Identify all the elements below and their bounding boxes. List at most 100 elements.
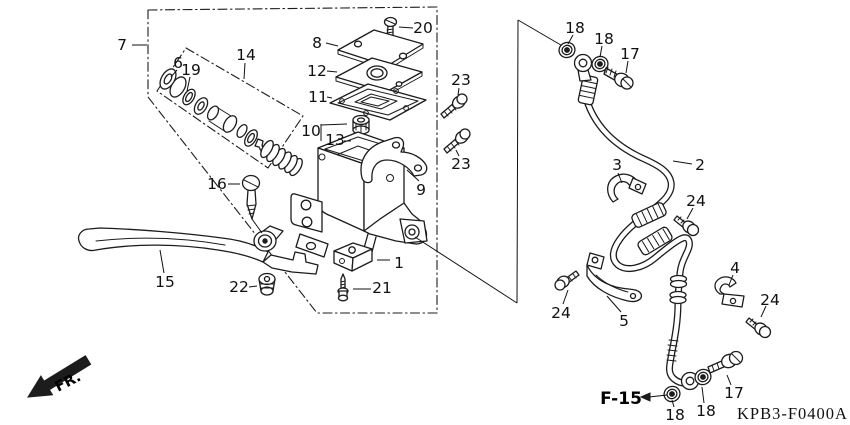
piston-kit-group <box>159 68 303 177</box>
figure-ref-arrowhead <box>639 392 651 402</box>
washer-mid <box>666 388 678 400</box>
washer-mid <box>561 44 573 56</box>
sleeve-rib <box>652 234 660 247</box>
part-callout-15: 15 <box>155 273 175 291</box>
thread <box>613 70 617 78</box>
float-10 <box>352 114 370 135</box>
thread <box>609 68 613 76</box>
brake-hose-inner <box>585 101 692 386</box>
diaphragm-dot <box>363 110 369 116</box>
thread <box>248 212 255 215</box>
bracket-hole <box>591 256 599 264</box>
part-callout-23: 23 <box>451 71 471 89</box>
bolt-slot <box>243 179 259 188</box>
primary-cup-hole <box>246 132 256 144</box>
bolt-head <box>554 279 566 291</box>
sealing-washer-18-bottom-right <box>694 368 712 386</box>
piston-washer-hole <box>197 101 205 111</box>
part-callout-18: 18 <box>665 406 685 424</box>
diaphragm-plate-12 <box>335 57 423 97</box>
figure-reference-group: F-15 <box>600 389 668 409</box>
part-code-label: KPB3-F0400A <box>737 404 848 423</box>
sleeve-rib <box>641 211 648 224</box>
part-callout-10: 10 <box>301 122 321 140</box>
screw-head <box>459 128 471 140</box>
return-spring <box>260 139 303 177</box>
part-callout-18: 18 <box>696 402 716 420</box>
callout-leader-9 <box>406 169 420 182</box>
fr-arrow <box>27 355 92 398</box>
connection-line <box>517 19 567 49</box>
master-cylinder-body <box>290 131 428 258</box>
banjo-bolt-17-top <box>603 66 634 90</box>
rib <box>668 339 679 342</box>
hose-clamp-3 <box>607 173 647 203</box>
lever-pivot-hole <box>262 238 268 244</box>
lever-lug <box>295 233 329 258</box>
callout-leader-24 <box>562 289 569 305</box>
thread <box>568 276 573 282</box>
callout-leader-24 <box>760 305 767 318</box>
screw-head-bottom <box>337 294 349 302</box>
handlebar-flange <box>290 193 323 233</box>
diaphragm-fold <box>354 93 398 110</box>
upper-banjo-eyelet <box>573 53 593 73</box>
screw-slot <box>385 19 396 25</box>
switch-side <box>351 248 373 272</box>
piston-body-line <box>208 120 227 133</box>
callout-leader-6 <box>170 69 178 78</box>
thread <box>677 216 682 221</box>
collar <box>669 279 688 289</box>
fr-direction-group: FR. <box>27 355 92 398</box>
bolt-head <box>686 223 700 237</box>
body-hole <box>318 153 326 161</box>
thread <box>246 204 256 207</box>
connection-line <box>414 236 518 304</box>
thread <box>443 110 449 117</box>
clamp-hole <box>413 164 423 172</box>
boot-rib <box>580 90 595 94</box>
part-callout-13: 13 <box>325 131 345 149</box>
connection-line <box>516 19 519 304</box>
callout-leader-5 <box>606 295 622 313</box>
thread <box>716 362 720 370</box>
callout-leader-23 <box>457 87 460 96</box>
insertion-line <box>251 218 263 234</box>
washer-mid <box>697 371 709 383</box>
nut-top <box>258 272 276 286</box>
callout-leader-18 <box>701 386 705 404</box>
bolt-shaft <box>246 189 257 220</box>
part-callout-7: 7 <box>117 36 127 54</box>
screw-head <box>456 93 468 105</box>
sealing-washer-18-top-left <box>558 41 576 59</box>
holder-clamp-9 <box>360 136 428 184</box>
connection-lines <box>414 19 567 304</box>
thread <box>749 318 754 323</box>
sleeve-rib <box>657 203 664 216</box>
thread <box>247 208 256 211</box>
flange-bolt-24-left <box>554 270 580 291</box>
upper-banjo-hole <box>578 58 588 68</box>
banjo-port-hole <box>408 228 416 236</box>
piston-end <box>206 105 220 121</box>
part-callout-24: 24 <box>760 291 780 309</box>
callout-leader-15 <box>159 249 165 274</box>
lever-ridge <box>95 237 226 246</box>
cap-screw-hole <box>398 52 408 60</box>
hose-clamp-4 <box>714 276 745 308</box>
callout-leader-18 <box>567 34 574 45</box>
brake-hose-group <box>558 41 744 403</box>
callout-leader-20 <box>398 26 414 29</box>
sealing-washer-18-bottom-left <box>663 385 681 403</box>
part-callout-1: 1 <box>394 254 404 272</box>
circlip-hole <box>184 91 194 103</box>
callout-leader-22 <box>248 285 258 288</box>
washer-hole <box>669 391 675 397</box>
part-callout-16: 16 <box>207 175 227 193</box>
lower-banjo-hole <box>685 376 695 386</box>
thread <box>446 145 452 152</box>
part-callout-19: 19 <box>181 61 201 79</box>
sleeve <box>631 202 667 228</box>
